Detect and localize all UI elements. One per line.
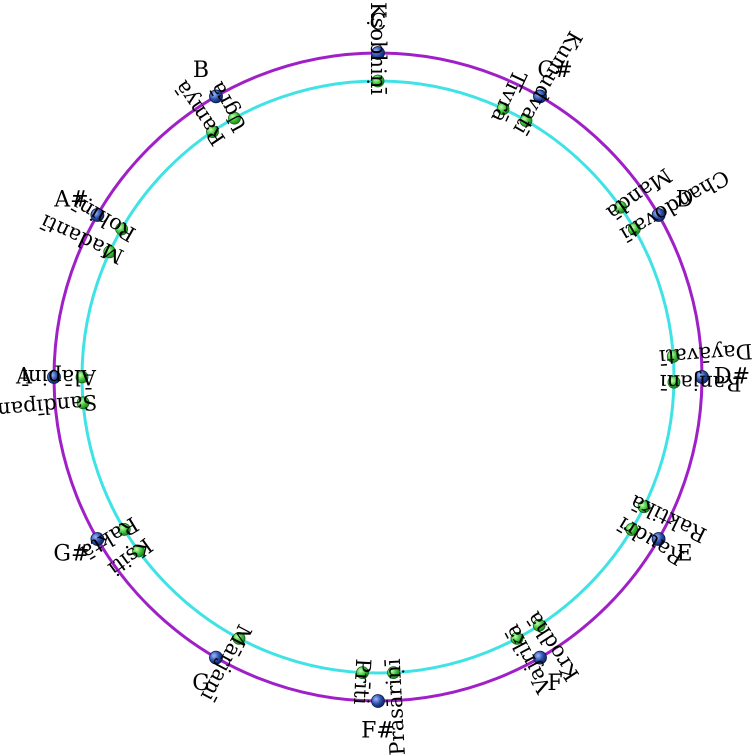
shruti-label-ksobhini: Kṣobhiṇī	[366, 2, 390, 95]
note-label-d: D	[676, 188, 694, 213]
shruti-dot-manda	[614, 200, 627, 214]
note-label-a-sharp: A#	[53, 188, 88, 213]
note-label-a: A	[15, 365, 33, 390]
shruti-dot-ksobhini	[371, 74, 385, 88]
note-dot-b	[209, 89, 223, 104]
note-dot-g-sharp	[90, 532, 105, 546]
note-dot-f	[533, 650, 547, 665]
note-dot-e	[651, 532, 666, 546]
note-label-f-sharp: F#	[361, 719, 395, 744]
note-label-f: F	[547, 671, 562, 696]
shruti-dot-dayavati	[666, 349, 680, 363]
note-label-c: C	[370, 11, 387, 36]
note-dot-a	[47, 370, 61, 384]
shruti-dot-ksiti	[132, 544, 145, 558]
note-label-g-sharp: G#	[53, 542, 89, 567]
shruti-dot-prasarini	[387, 666, 400, 679]
shruti-dot-raudri	[625, 523, 639, 536]
note-dot-a-sharp	[90, 208, 105, 222]
shruti-dot-rakta	[117, 523, 131, 536]
shruti-dot-kumudvati	[519, 114, 533, 128]
note-label-c-sharp: C#	[537, 58, 572, 83]
note-label-g: G	[192, 671, 210, 696]
shruti-dot-marjani	[232, 631, 246, 645]
shruti-dot-ugra	[228, 111, 241, 125]
note-label-d-sharp: D#	[714, 365, 750, 390]
shruti-label-prasarini: Prasāriṇī	[381, 658, 410, 756]
note-dot-g	[209, 650, 223, 665]
shruti-dot-alapini	[75, 370, 89, 384]
shruti-label-ranjani: Ranjanī	[659, 370, 741, 395]
note-dot-c-sharp	[533, 89, 547, 104]
shruti-dot-sandipani	[76, 396, 90, 410]
inner-ring	[80, 79, 676, 675]
shruti-dot-raktika	[637, 500, 651, 514]
shruti-dot-vajrika	[510, 631, 524, 645]
shruti-label-priti: Prīti	[349, 658, 375, 706]
shruti-label-marjani: Mārjanī	[196, 620, 256, 705]
note-dot-d-sharp	[695, 370, 709, 384]
note-dot-c	[371, 46, 385, 60]
note-label-b: B	[193, 58, 209, 83]
shruti-dot-chandovati	[627, 222, 641, 236]
shruti-label-alapini: Ālāpinī	[21, 365, 97, 389]
outer-ring	[52, 51, 704, 703]
shruti-dot-ramya	[206, 125, 219, 139]
note-label-e: E	[677, 542, 693, 567]
shruti-dot-priti	[356, 666, 369, 679]
shruti-dot-rohini	[115, 222, 129, 236]
shruti-dot-tivra	[496, 102, 510, 116]
shruti-dot-madanti	[103, 245, 117, 259]
note-dot-f-sharp	[371, 694, 385, 708]
shruti-dot-krodha	[532, 618, 546, 632]
note-markers: C C# D D# E F F# G G# A A# B	[15, 11, 750, 744]
shruti-dot-ranjani	[667, 375, 681, 389]
note-dot-d	[651, 208, 666, 222]
